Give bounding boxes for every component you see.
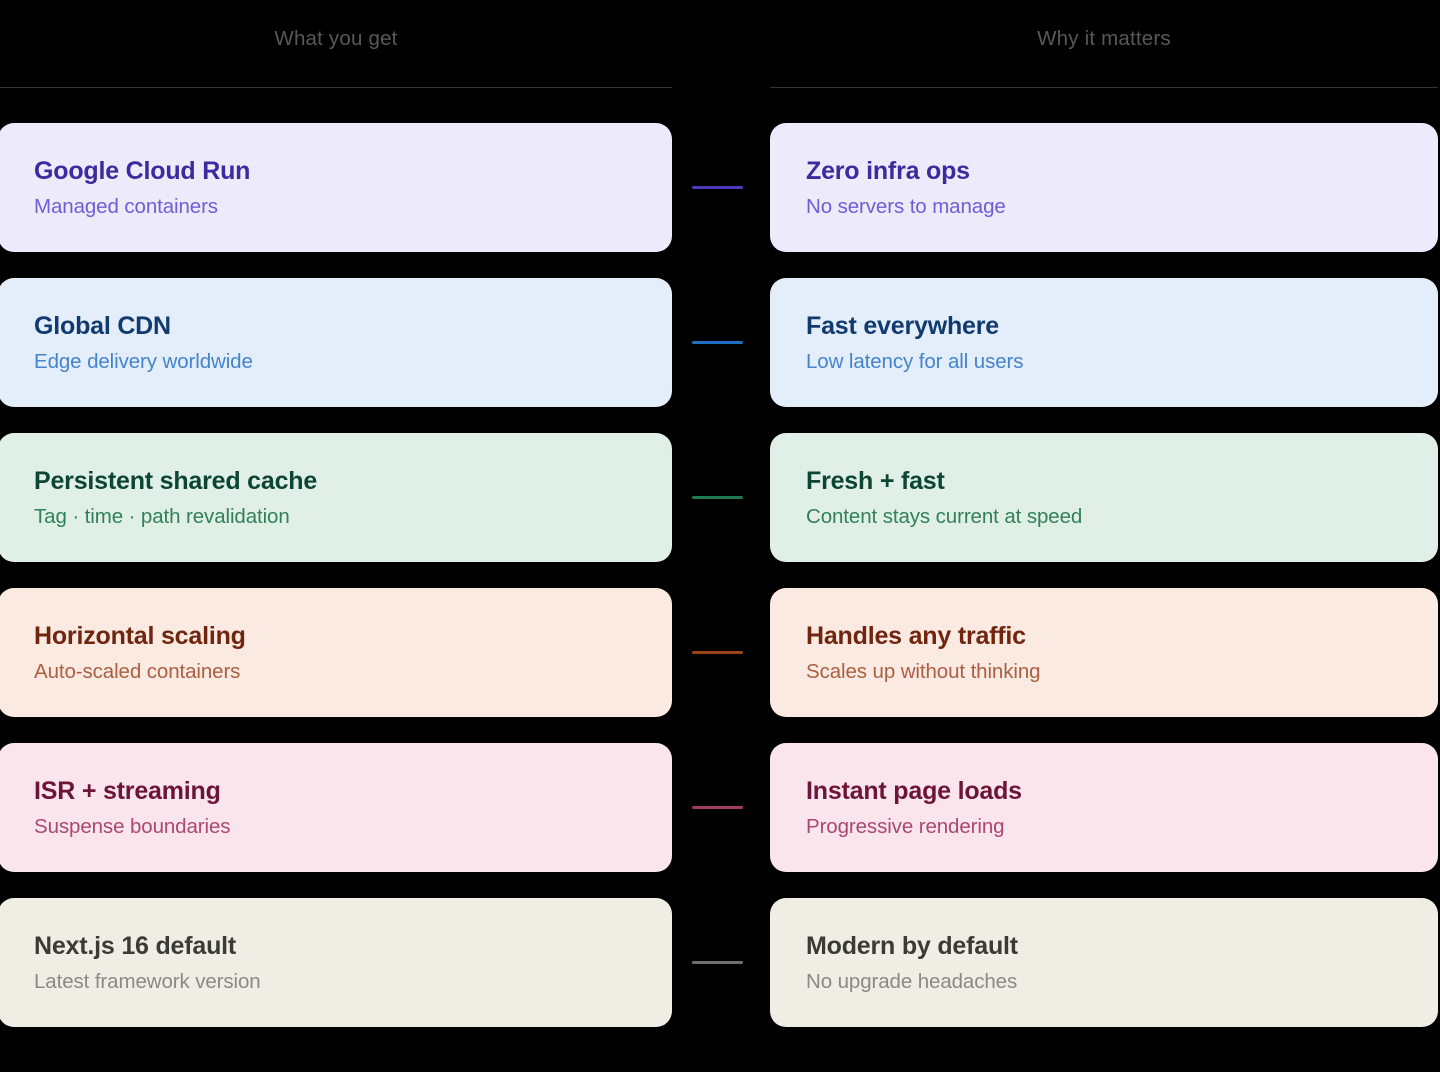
feature-card-title: Global CDN xyxy=(34,312,171,340)
column-header-right-label: Why it matters xyxy=(1037,27,1171,50)
benefit-card-subtitle: Low latency for all users xyxy=(806,350,1024,373)
row-connector-line xyxy=(692,341,743,344)
feature-card-title: Persistent shared cache xyxy=(34,467,318,495)
row-connector-line xyxy=(692,496,743,499)
benefit-card-subtitle: No servers to manage xyxy=(806,195,1006,218)
benefit-card-subtitle: Scales up without thinking xyxy=(806,660,1041,683)
benefit-card-title: Fast everywhere xyxy=(806,312,999,340)
feature-card-title: Google Cloud Run xyxy=(34,157,251,185)
row-connector-line xyxy=(692,186,743,189)
column-header-left-divider xyxy=(0,87,672,88)
benefit-card-subtitle: Progressive rendering xyxy=(806,815,1005,838)
feature-card-subtitle: Auto-scaled containers xyxy=(34,660,241,683)
column-header-left: What you get xyxy=(0,26,672,88)
row-connector-line xyxy=(692,651,743,654)
column-header-right-divider xyxy=(770,87,1438,88)
feature-card-subtitle: Edge delivery worldwide xyxy=(34,350,253,373)
row-connector-line xyxy=(692,961,743,964)
benefit-card-subtitle: Content stays current at speed xyxy=(806,505,1083,528)
benefit-card[interactable]: Zero infra ops No servers to manage xyxy=(770,123,1438,252)
column-header-right: Why it matters xyxy=(770,26,1438,88)
feature-card-title: Next.js 16 default xyxy=(34,932,237,960)
row-connector-line xyxy=(692,806,743,809)
feature-card-subtitle: Suspense boundaries xyxy=(34,815,231,838)
feature-card-subtitle: Tag · time · path revalidation xyxy=(34,505,290,528)
benefit-card[interactable]: Modern by default No upgrade headaches xyxy=(770,898,1438,1027)
benefit-card-subtitle: No upgrade headaches xyxy=(806,970,1018,993)
benefit-card-title: Fresh + fast xyxy=(806,467,945,495)
benefit-card-title: Instant page loads xyxy=(806,777,1022,805)
feature-card-title: ISR + streaming xyxy=(34,777,221,805)
benefit-card-title: Handles any traffic xyxy=(806,622,1026,650)
feature-card-subtitle: Latest framework version xyxy=(34,970,261,993)
benefit-card-title: Zero infra ops xyxy=(806,157,970,185)
feature-card[interactable]: Global CDN Edge delivery worldwide xyxy=(0,278,672,407)
column-header-left-label: What you get xyxy=(274,27,398,50)
comparison-row: Global CDN Edge delivery worldwide Fast ev… xyxy=(0,278,1440,407)
feature-card-subtitle: Managed containers xyxy=(34,195,218,218)
feature-card-title: Horizontal scaling xyxy=(34,622,246,650)
benefit-card-title: Modern by default xyxy=(806,932,1018,960)
